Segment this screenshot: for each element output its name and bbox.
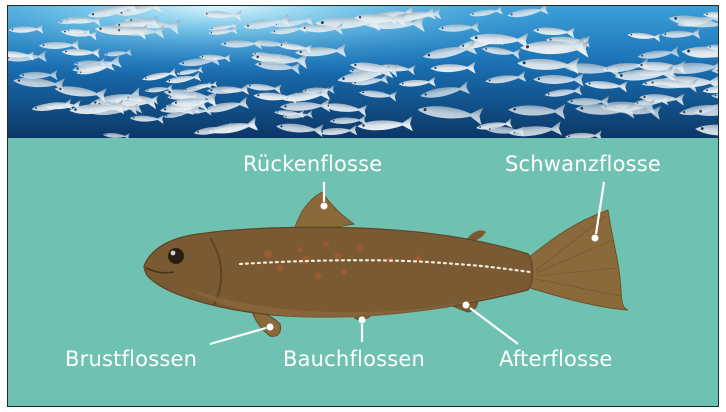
fish-eye — [168, 248, 184, 264]
label-pectoral-fins: Brustflossen — [65, 347, 197, 371]
label-pelvic-fins: Bauchflossen — [283, 347, 425, 371]
caudal-fin — [528, 210, 628, 310]
label-caudal-fin: Schwanzflosse — [505, 152, 661, 176]
label-anal-fin: Afterflosse — [499, 347, 613, 371]
label-dorsal-fin: Rückenflosse — [243, 152, 382, 176]
fish-school-photo — [8, 6, 718, 138]
illustration-frame: Rückenflosse Schwanzflosse Brustflossen … — [8, 6, 718, 406]
